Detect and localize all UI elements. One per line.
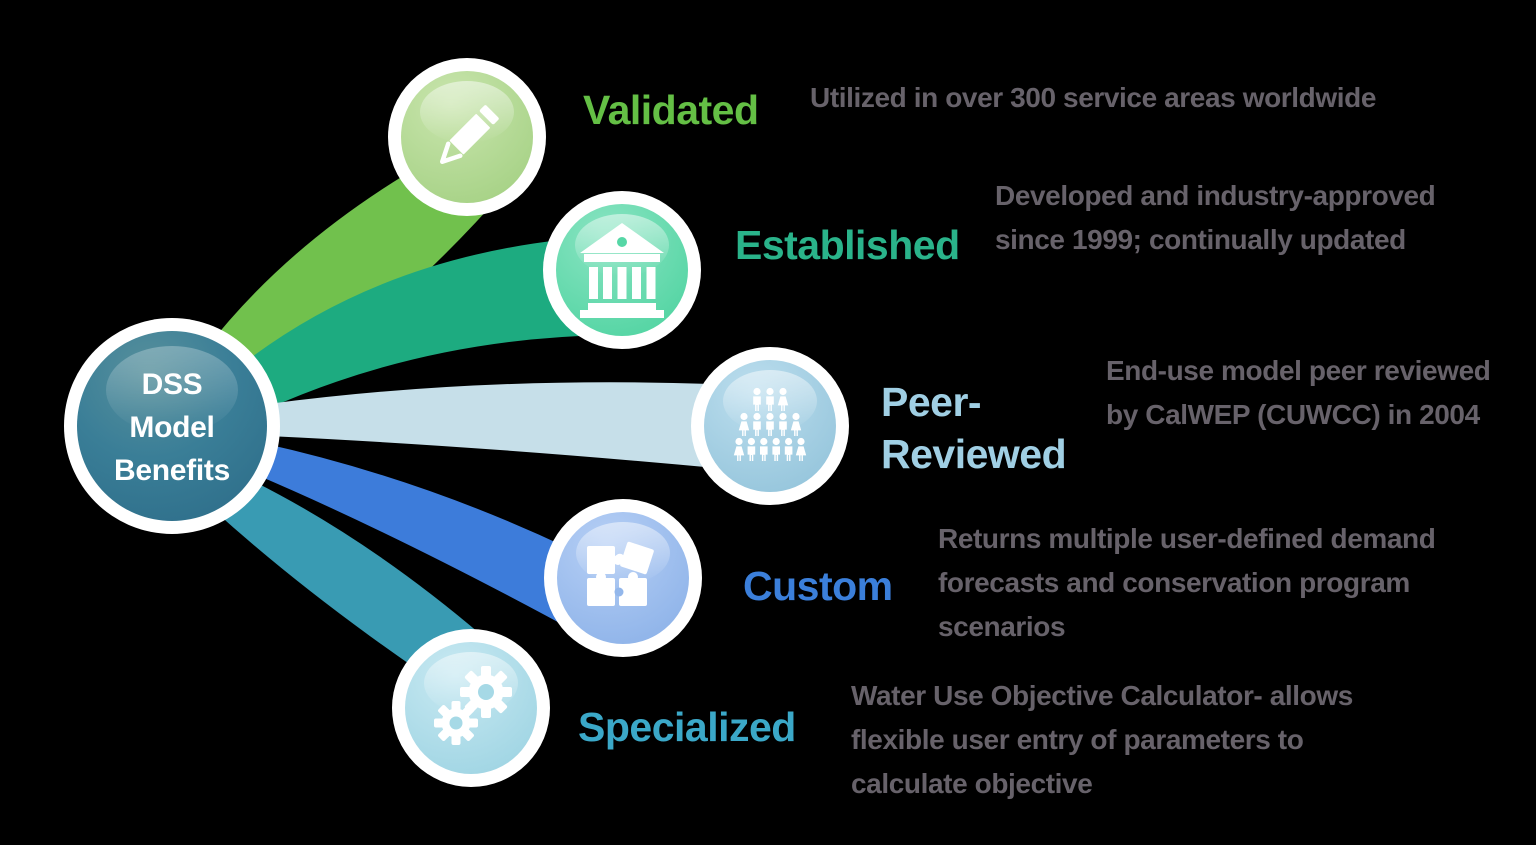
description-custom: Returns multiple user-defined demand for… bbox=[938, 517, 1436, 649]
description-line: flexible user entry of parameters to bbox=[851, 724, 1304, 755]
description-line: calculate objective bbox=[851, 768, 1093, 799]
description-line: Returns multiple user-defined demand bbox=[938, 523, 1436, 554]
ribbons bbox=[205, 160, 716, 680]
ribbon-established bbox=[235, 240, 610, 410]
label-specialized: Specialized bbox=[578, 704, 796, 750]
center-node bbox=[64, 318, 280, 534]
puzzle-icon bbox=[587, 541, 654, 606]
label-validated: Validated bbox=[583, 87, 759, 133]
description-line: forecasts and conservation program bbox=[938, 567, 1410, 598]
label-established: Established bbox=[735, 222, 960, 268]
center-title-line: Benefits bbox=[114, 454, 230, 487]
description-specialized: Water Use Objective Calculator- allows f… bbox=[851, 674, 1353, 806]
ribbon-specialized bbox=[205, 477, 532, 680]
ribbon-peer-reviewed bbox=[268, 382, 716, 468]
pencil-icon bbox=[440, 105, 499, 164]
label-custom: Custom bbox=[743, 563, 893, 609]
description-line: since 1999; continually updated bbox=[995, 224, 1406, 255]
center-title-line: Model bbox=[129, 411, 215, 444]
node-custom bbox=[544, 499, 702, 657]
description-line: Developed and industry-approved bbox=[995, 180, 1436, 211]
description-peer-reviewed: End-use model peer reviewed by CalWEP (C… bbox=[1106, 349, 1491, 437]
description-line: End-use model peer reviewed bbox=[1106, 355, 1491, 386]
center-title-line: DSS bbox=[141, 368, 203, 401]
description-line: by CalWEP (CUWCC) in 2004 bbox=[1106, 399, 1480, 430]
ribbon-custom bbox=[245, 443, 600, 645]
description-line: scenarios bbox=[938, 611, 1066, 642]
description-line: Water Use Objective Calculator- allows bbox=[851, 680, 1353, 711]
description-established: Developed and industry-approved since 19… bbox=[995, 174, 1436, 262]
node-established bbox=[543, 191, 701, 349]
node-peer-reviewed bbox=[691, 347, 849, 505]
bank-icon bbox=[580, 223, 664, 318]
node-validated bbox=[388, 58, 546, 216]
description-validated: Utilized in over 300 service areas world… bbox=[810, 76, 1376, 120]
center-title: DSS Model Benefits bbox=[77, 363, 267, 492]
label-peer-reviewed: Peer-Reviewed bbox=[881, 379, 1067, 477]
node-specialized bbox=[392, 629, 550, 787]
gears-icon bbox=[434, 666, 512, 745]
description-line: Utilized in over 300 service areas world… bbox=[810, 82, 1376, 113]
